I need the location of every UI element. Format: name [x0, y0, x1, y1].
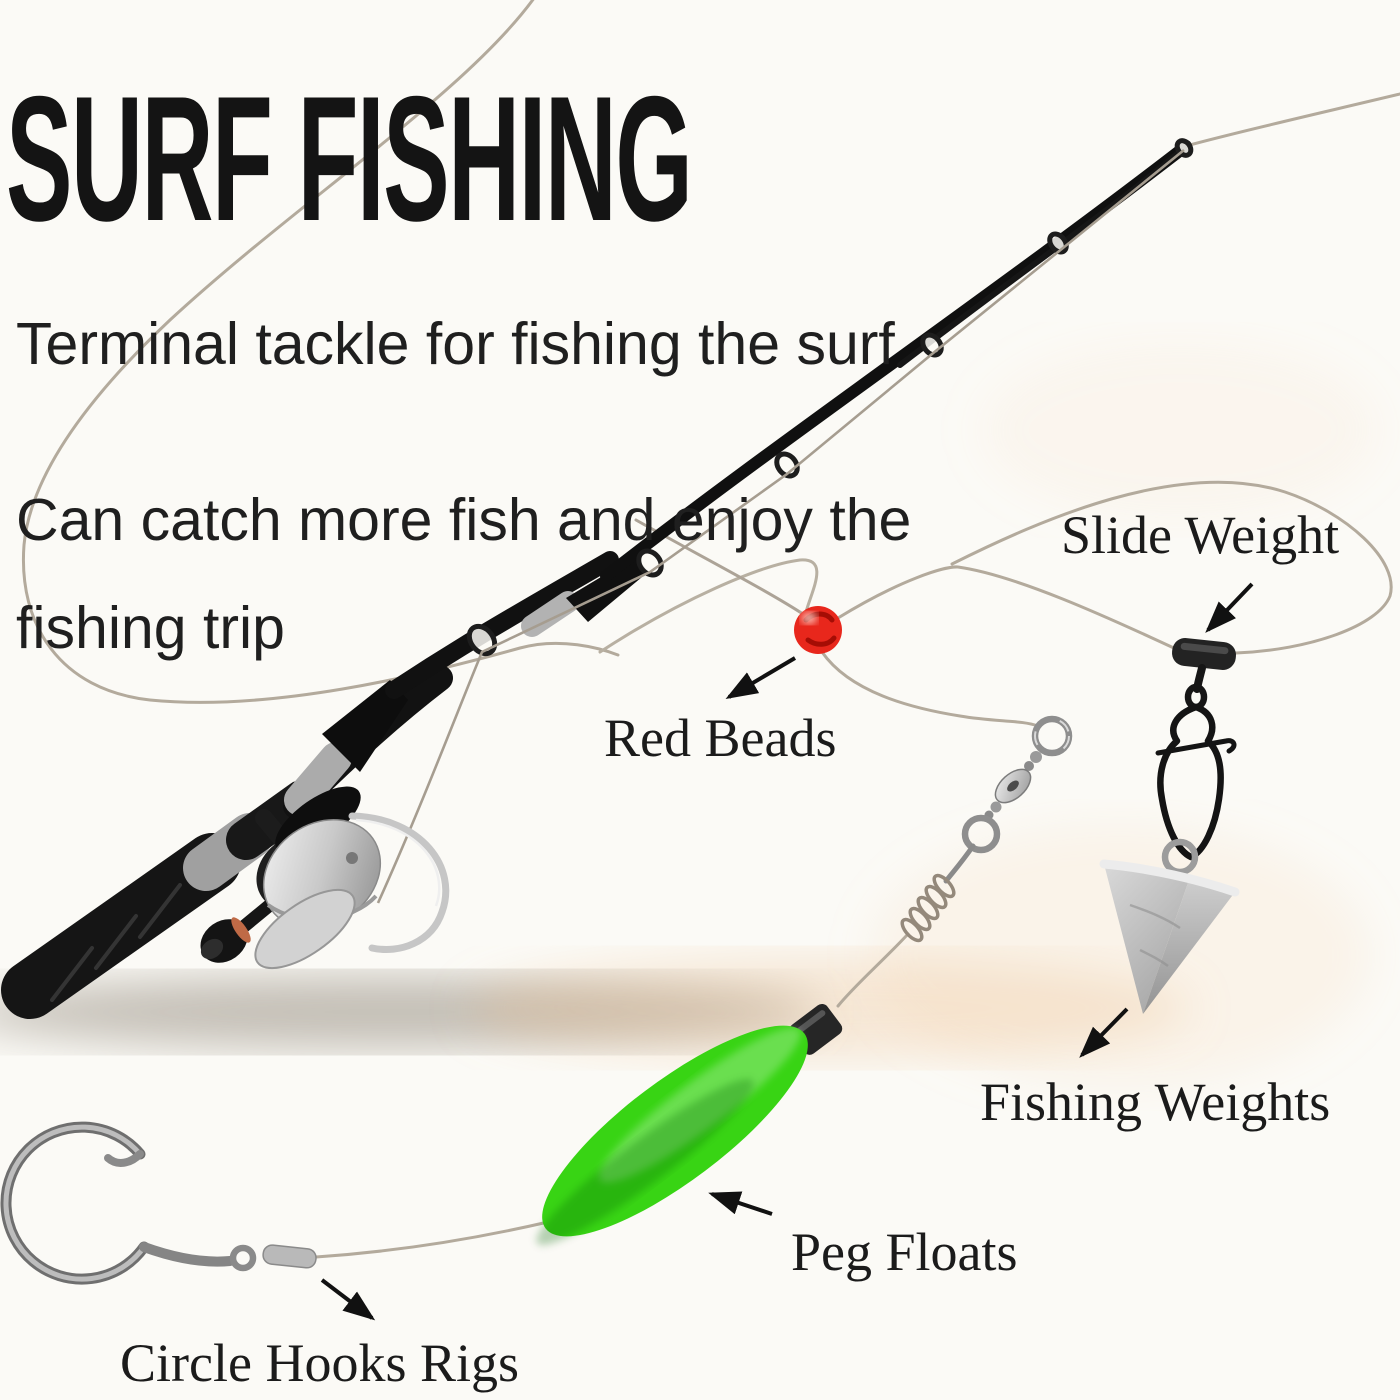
label-slide-weight: Slide Weight — [1061, 505, 1340, 565]
circle-hooks-arrow — [320, 1278, 376, 1321]
rod-tip-section — [897, 143, 1189, 368]
pyramid-face-left — [1104, 864, 1190, 1014]
rod-grip — [1, 833, 241, 1019]
reel-spool-skirt — [254, 888, 356, 970]
swivel-bottom-ring — [961, 814, 1001, 854]
spinning-reel — [200, 786, 450, 970]
label-red-beads: Red Beads — [604, 708, 837, 768]
pyramid-texture — [1129, 903, 1181, 968]
hook-shank — [139, 1242, 235, 1267]
line-coil-to-float — [836, 932, 910, 1008]
warm-smudge-top — [980, 340, 1380, 520]
snap-clip — [1157, 703, 1224, 861]
red-bead-highlight — [801, 612, 817, 624]
swivel-tail-wire — [943, 843, 976, 884]
fishing-rod — [1, 140, 1192, 1019]
description-line-2: fishing trip — [16, 595, 285, 661]
annotation-arrows — [320, 582, 1254, 1321]
fishing-weights-arrow — [1079, 1007, 1129, 1058]
rod-grip-rings — [50, 883, 182, 1002]
rod-guide — [466, 138, 1194, 657]
circle-hook — [0, 1121, 317, 1285]
red-beads-arrow — [725, 656, 797, 700]
swivel-barrel-hole — [1007, 780, 1019, 792]
label-peg-floats: Peg Floats — [791, 1222, 1018, 1282]
reel-knob-cap — [200, 938, 224, 960]
peg-float — [536, 1003, 843, 1246]
float-shade — [536, 1078, 754, 1246]
slide-weight-sheen — [1180, 642, 1229, 655]
reel-bail-wire — [348, 812, 450, 953]
label-circle-hooks-rigs: Circle Hooks Rigs — [120, 1333, 519, 1393]
snap-clip-lock-wire — [1155, 738, 1237, 756]
line-along-rod — [376, 148, 1185, 904]
barrel-swivel — [900, 715, 1073, 943]
line-bead-to-swivel — [820, 650, 1040, 728]
slide-weight-sinker-slider — [1155, 638, 1237, 861]
crimp-sleeve — [262, 1244, 317, 1269]
rod-ferrule-silver-b — [521, 591, 579, 637]
line-bead-to-slideweight — [836, 565, 1178, 651]
reel-knob-orange-ring — [231, 917, 251, 943]
hook-eye — [229, 1244, 257, 1272]
reel-spool-screw — [346, 852, 358, 864]
background-shadows — [0, 340, 1380, 1085]
hook-bend-shine — [3, 1124, 147, 1282]
hook-point-barb — [104, 1150, 144, 1167]
page-title: SURF FISHING — [6, 59, 693, 258]
swivel-twist-c — [990, 801, 1002, 813]
pyramid-face-right — [1143, 877, 1235, 1014]
red-bead — [794, 606, 842, 654]
leader-coil — [900, 873, 956, 943]
pyramid-sinker — [1099, 838, 1240, 1014]
rod-cone-a — [322, 680, 408, 772]
line-tip-to-edge — [1184, 92, 1400, 148]
line-slideweight-loop — [950, 480, 1393, 655]
rod-cone-b — [566, 556, 648, 622]
float-peg-sheen — [795, 1010, 826, 1035]
swivel-twist-a — [1030, 751, 1042, 763]
rod-guides — [466, 138, 1194, 657]
description-line-1: Can catch more fish and enjoy the — [16, 487, 912, 553]
slack-line-loop — [21, 0, 620, 704]
rod-mid-blank — [385, 551, 619, 699]
fishing-line — [21, 0, 1400, 1259]
rod-ferrule-silver-a — [284, 742, 352, 816]
swivel-twist-b — [1024, 761, 1034, 771]
reel-bail-highlight — [355, 818, 441, 907]
label-fishing-weights: Fishing Weights — [980, 1072, 1331, 1132]
warm-smudge-right — [870, 825, 1370, 1085]
page-subtitle: Terminal tackle for fishing the surf — [16, 311, 895, 377]
line-loop-to-bead — [598, 558, 819, 654]
swivel-top-ring-highlight — [1034, 718, 1070, 754]
peg-floats-arrow — [708, 1191, 773, 1216]
pyramid-top-edge — [1099, 859, 1240, 897]
slide-weight-arrow — [1205, 582, 1254, 633]
line-float-to-hook — [314, 1220, 550, 1259]
